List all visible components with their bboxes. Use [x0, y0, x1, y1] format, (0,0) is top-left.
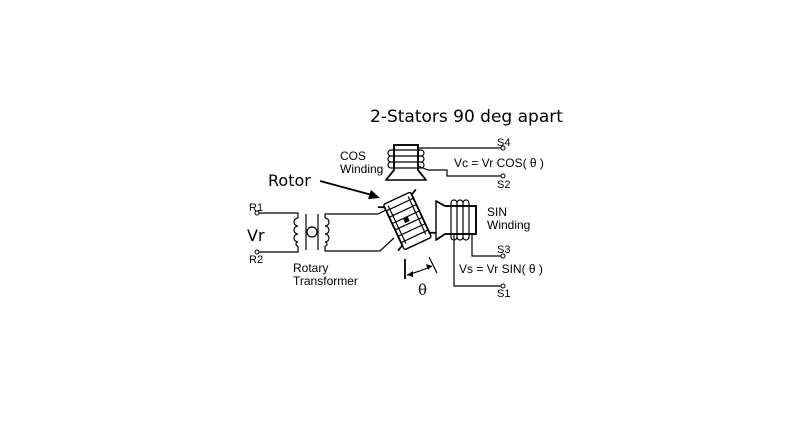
- r1-wire: [259, 212, 299, 218]
- rotary-label-line2: Transformer: [293, 274, 358, 288]
- diagram-title: 2-Stators 90 deg apart: [370, 107, 563, 127]
- rotation-circle-icon: [306, 226, 318, 238]
- vs-equation: Vs = Vr SIN( θ ): [459, 262, 543, 276]
- s3-lead: [471, 234, 503, 257]
- primary-coil: [293, 217, 299, 247]
- s2-label: S2: [497, 179, 510, 191]
- r2-wire: [259, 246, 299, 253]
- s2-lead: [417, 165, 503, 177]
- rotor-lead-top: [324, 209, 387, 218]
- rotary-label-line1: Rotary: [293, 261, 328, 275]
- cos-label-line2: Winding: [340, 162, 383, 176]
- theta-label: θ: [418, 281, 427, 299]
- s1-lead: [453, 234, 503, 287]
- s2-terminal: [500, 173, 506, 179]
- rotor-winding: [377, 188, 437, 252]
- rotor-arrow: [319, 180, 380, 199]
- s3-label: S3: [497, 244, 510, 256]
- s1-label: S1: [497, 288, 510, 300]
- rotary-transformer: [254, 209, 395, 255]
- vc-equation: Vc = Vr COS( θ ): [454, 156, 544, 170]
- s4-label: S4: [497, 137, 510, 149]
- rotor-label: Rotor: [268, 171, 311, 190]
- sin-label-line1: SIN: [487, 205, 507, 219]
- sin-label-line2: Winding: [487, 218, 530, 232]
- cos-stator-winding: [384, 144, 506, 181]
- r1-label: R1: [249, 202, 263, 214]
- rotor-lead-bottom: [324, 237, 395, 252]
- s1-terminal: [500, 283, 506, 289]
- s3-terminal: [500, 253, 506, 259]
- r2-label: R2: [249, 254, 263, 266]
- angle-indicator: [404, 256, 438, 279]
- sin-stator-winding: [435, 199, 506, 289]
- vr-label: Vr: [247, 226, 265, 245]
- secondary-coil: [324, 217, 330, 247]
- s4-terminal: [500, 145, 506, 151]
- cos-label-line1: COS: [340, 149, 366, 163]
